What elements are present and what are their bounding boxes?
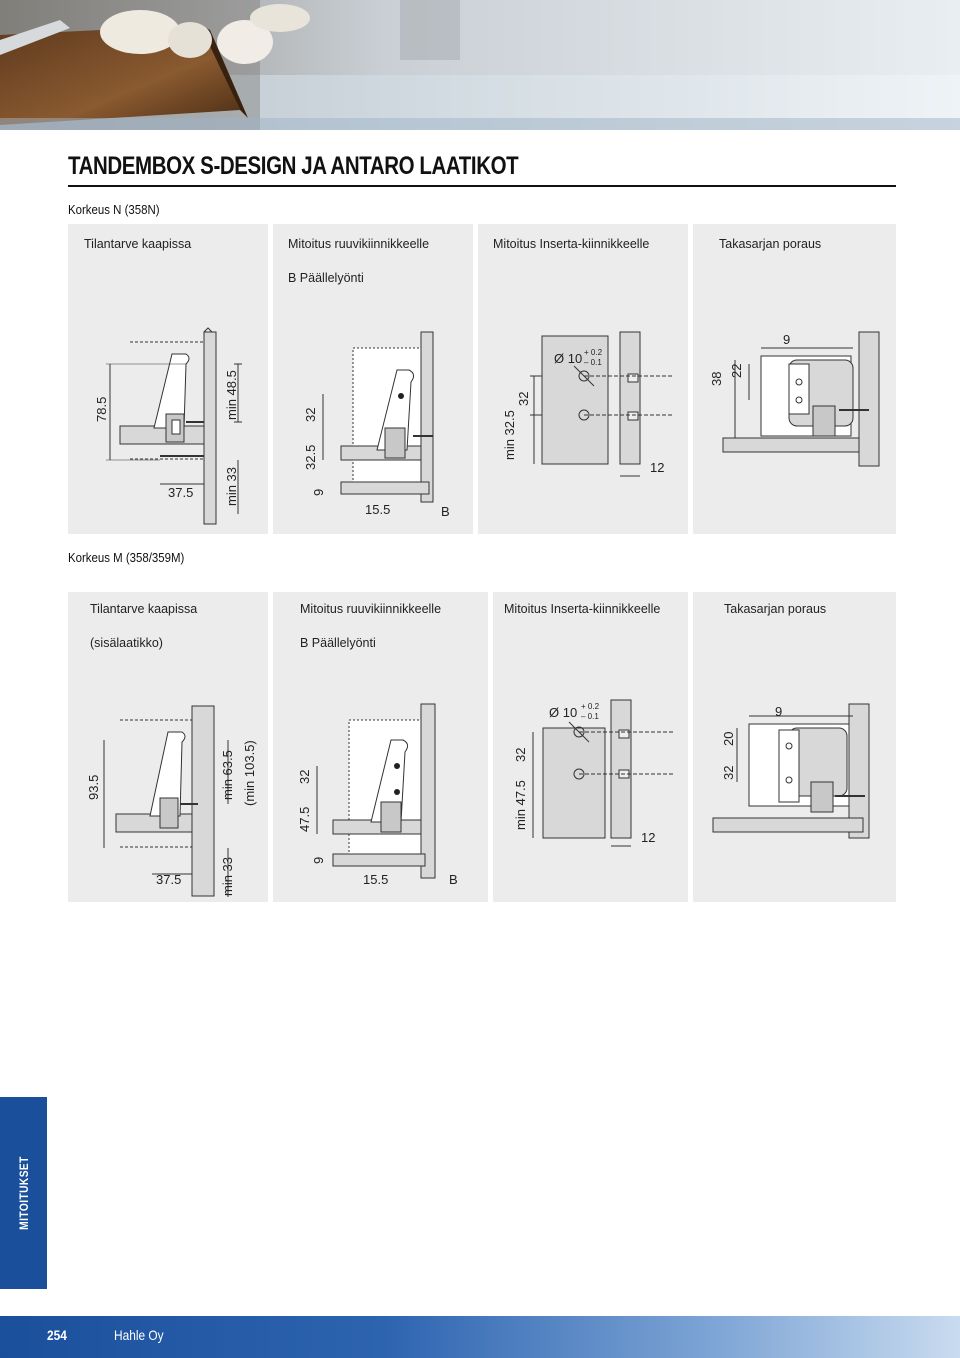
side-tab: MITOITUKSET	[0, 1097, 47, 1289]
diagram-m-screw: 32 47.5 9 15.5 B	[297, 703, 458, 887]
panel-subtitle: (sisälaatikko)	[90, 636, 163, 650]
panel-subtitle: B Päällelyönti	[288, 271, 364, 285]
panel-title: Tilantarve kaapissa	[90, 602, 198, 616]
panel-n-space: Tilantarve kaapissa 78.5 min 48.5 37.5 m…	[68, 224, 268, 534]
dim-32: 32	[721, 766, 736, 780]
dim-b: B	[441, 504, 450, 519]
dim-15-5: 15.5	[365, 502, 390, 517]
dim-38: 38	[709, 372, 724, 386]
dim-32: 32	[513, 748, 528, 762]
dim-b: B	[449, 872, 458, 887]
dim-20: 20	[721, 732, 736, 746]
dim-min-height: min 63.5	[220, 750, 235, 800]
dim-32: 32	[297, 770, 312, 784]
title-rule	[68, 185, 896, 187]
panel-title: Mitoitus Inserta-kiinnikkeelle	[504, 602, 661, 616]
dim-diameter: Ø 10	[554, 351, 582, 366]
dim-min-32-5: min 32.5	[502, 410, 517, 460]
panel-title: Takasarjan poraus	[724, 602, 827, 616]
dim-depth: 37.5	[168, 485, 193, 500]
dim-tol-plus: + 0.2	[584, 348, 603, 357]
dim-tol-minus: – 0.1	[584, 358, 602, 367]
dim-height: 78.5	[94, 397, 109, 422]
dim-9: 9	[311, 857, 326, 864]
dim-depth: 37.5	[156, 872, 181, 887]
panel-title: Mitoitus ruuvikiinnikkeelle	[288, 237, 430, 251]
panel-m-screw: Mitoitus ruuvikiinnikkeelle B Päällelyön…	[273, 592, 488, 902]
dim-9: 9	[783, 332, 790, 347]
panel-n-rear: Takasarjan poraus 9 38 22	[693, 224, 896, 534]
dim-min-height-alt: (min 103.5)	[242, 740, 257, 806]
dim-9: 9	[775, 704, 782, 719]
dim-min-47-5: min 47.5	[513, 780, 528, 830]
dim-22: 22	[729, 364, 744, 378]
dim-15-5: 15.5	[363, 872, 388, 887]
diagram-n-inserta: Ø 10 + 0.2 – 0.1 32 min 32.5 12	[502, 331, 673, 477]
panel-subtitle: B Päällelyönti	[300, 636, 376, 650]
panel-title: Mitoitus Inserta-kiinnikkeelle	[493, 237, 650, 251]
panel-title: Takasarjan poraus	[719, 237, 822, 251]
panel-n-inserta: Mitoitus Inserta-kiinnikkeelle Ø 10 + 0.…	[478, 224, 688, 534]
section-n-heading: Korkeus N (358N)	[68, 202, 160, 217]
diagram-n-rear: 9 38 22	[709, 331, 880, 467]
diagram-n-space: 78.5 min 48.5 37.5 min 33	[94, 327, 242, 525]
page-title: TANDEMBOX S-DESIGN JA ANTARO LAATIKOT	[68, 152, 519, 180]
hero-photo	[0, 0, 960, 130]
dim-height: 93.5	[86, 775, 101, 800]
diagram-m-space: 93.5 min 63.5 (min 103.5) 37.5 min 33	[86, 705, 257, 897]
dim-32-5: 32.5	[303, 445, 318, 470]
dim-min-height: min 48.5	[224, 370, 239, 420]
dim-32: 32	[303, 408, 318, 422]
panel-m-space: Tilantarve kaapissa (sisälaatikko) 93.5 …	[68, 592, 268, 902]
dim-tol-plus: + 0.2	[581, 702, 600, 711]
dim-47-5: 47.5	[297, 807, 312, 832]
dim-min-bottom: min 33	[224, 467, 239, 506]
dim-9: 9	[311, 489, 326, 496]
dim-min-bottom: min 33	[220, 857, 235, 896]
section-m-heading: Korkeus M (358/359M)	[68, 550, 185, 565]
diagram-m-rear: 9 20 32	[712, 703, 870, 839]
dim-12: 12	[650, 460, 664, 475]
side-tab-label: MITOITUKSET	[16, 1156, 31, 1230]
dim-32: 32	[516, 392, 531, 406]
page-number: 254	[47, 1327, 67, 1343]
panel-m-rear: Takasarjan poraus 9 20 32	[693, 592, 896, 902]
panel-m-inserta: Mitoitus Inserta-kiinnikkeelle Ø 10 + 0.…	[493, 592, 688, 902]
panel-n-screw: Mitoitus ruuvikiinnikkeelle B Päällelyön…	[273, 224, 473, 534]
panel-title: Mitoitus ruuvikiinnikkeelle	[300, 602, 442, 616]
dim-tol-minus: – 0.1	[581, 712, 599, 721]
dim-12: 12	[641, 830, 655, 845]
footer-bar: 254 Hahle Oy	[0, 1316, 960, 1358]
dim-diameter: Ø 10	[549, 705, 577, 720]
panel-title: Tilantarve kaapissa	[84, 237, 192, 251]
diagram-m-inserta: Ø 10 + 0.2 – 0.1 32 min 47.5 12	[513, 699, 673, 847]
company-name: Hahle Oy	[114, 1327, 164, 1343]
diagram-n-screw: 32 32.5 9 15.5 B	[303, 331, 450, 519]
